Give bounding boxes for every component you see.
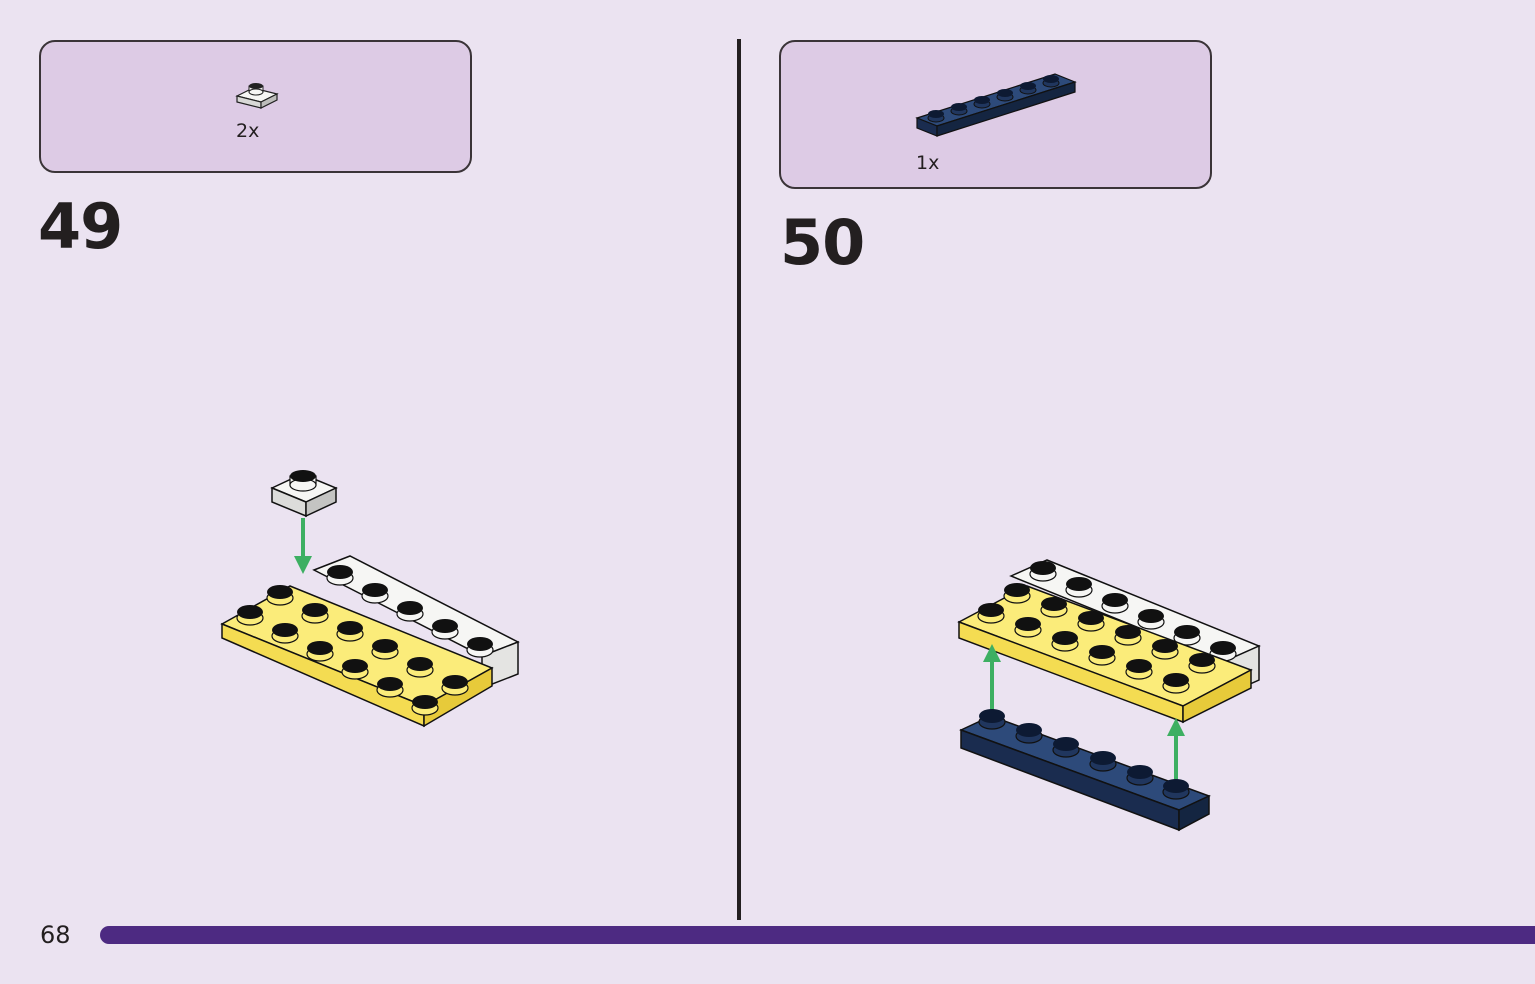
progress-bar (100, 926, 1535, 944)
step-number: 49 (38, 190, 123, 263)
page-number: 68 (40, 921, 71, 949)
white-plate-1x6 (1009, 559, 1261, 698)
yellow-plate-2x6 (957, 583, 1253, 724)
white-plate-1x6 (312, 555, 520, 690)
step-49-assembly-illustration (220, 470, 520, 728)
dark-blue-plate-1x6-icon (915, 73, 1077, 137)
green-arrow-icon (983, 644, 1001, 712)
parts-box-step-49: 2x (39, 40, 472, 173)
parts-box-step-50: 1x (779, 40, 1212, 189)
part-quantity: 1x (916, 152, 940, 174)
yellow-plate-2x6 (220, 585, 494, 728)
step-50-assembly-illustration (957, 559, 1261, 832)
step-divider (737, 39, 741, 920)
step-number: 50 (780, 206, 865, 279)
green-arrow-icon (1167, 718, 1185, 786)
dark-blue-plate-1x6 (959, 709, 1211, 832)
part-quantity: 2x (236, 120, 260, 142)
white-plate-1x1-icon (235, 83, 279, 109)
white-plate-1x1-icon (270, 470, 338, 518)
green-arrow-icon (294, 518, 312, 574)
